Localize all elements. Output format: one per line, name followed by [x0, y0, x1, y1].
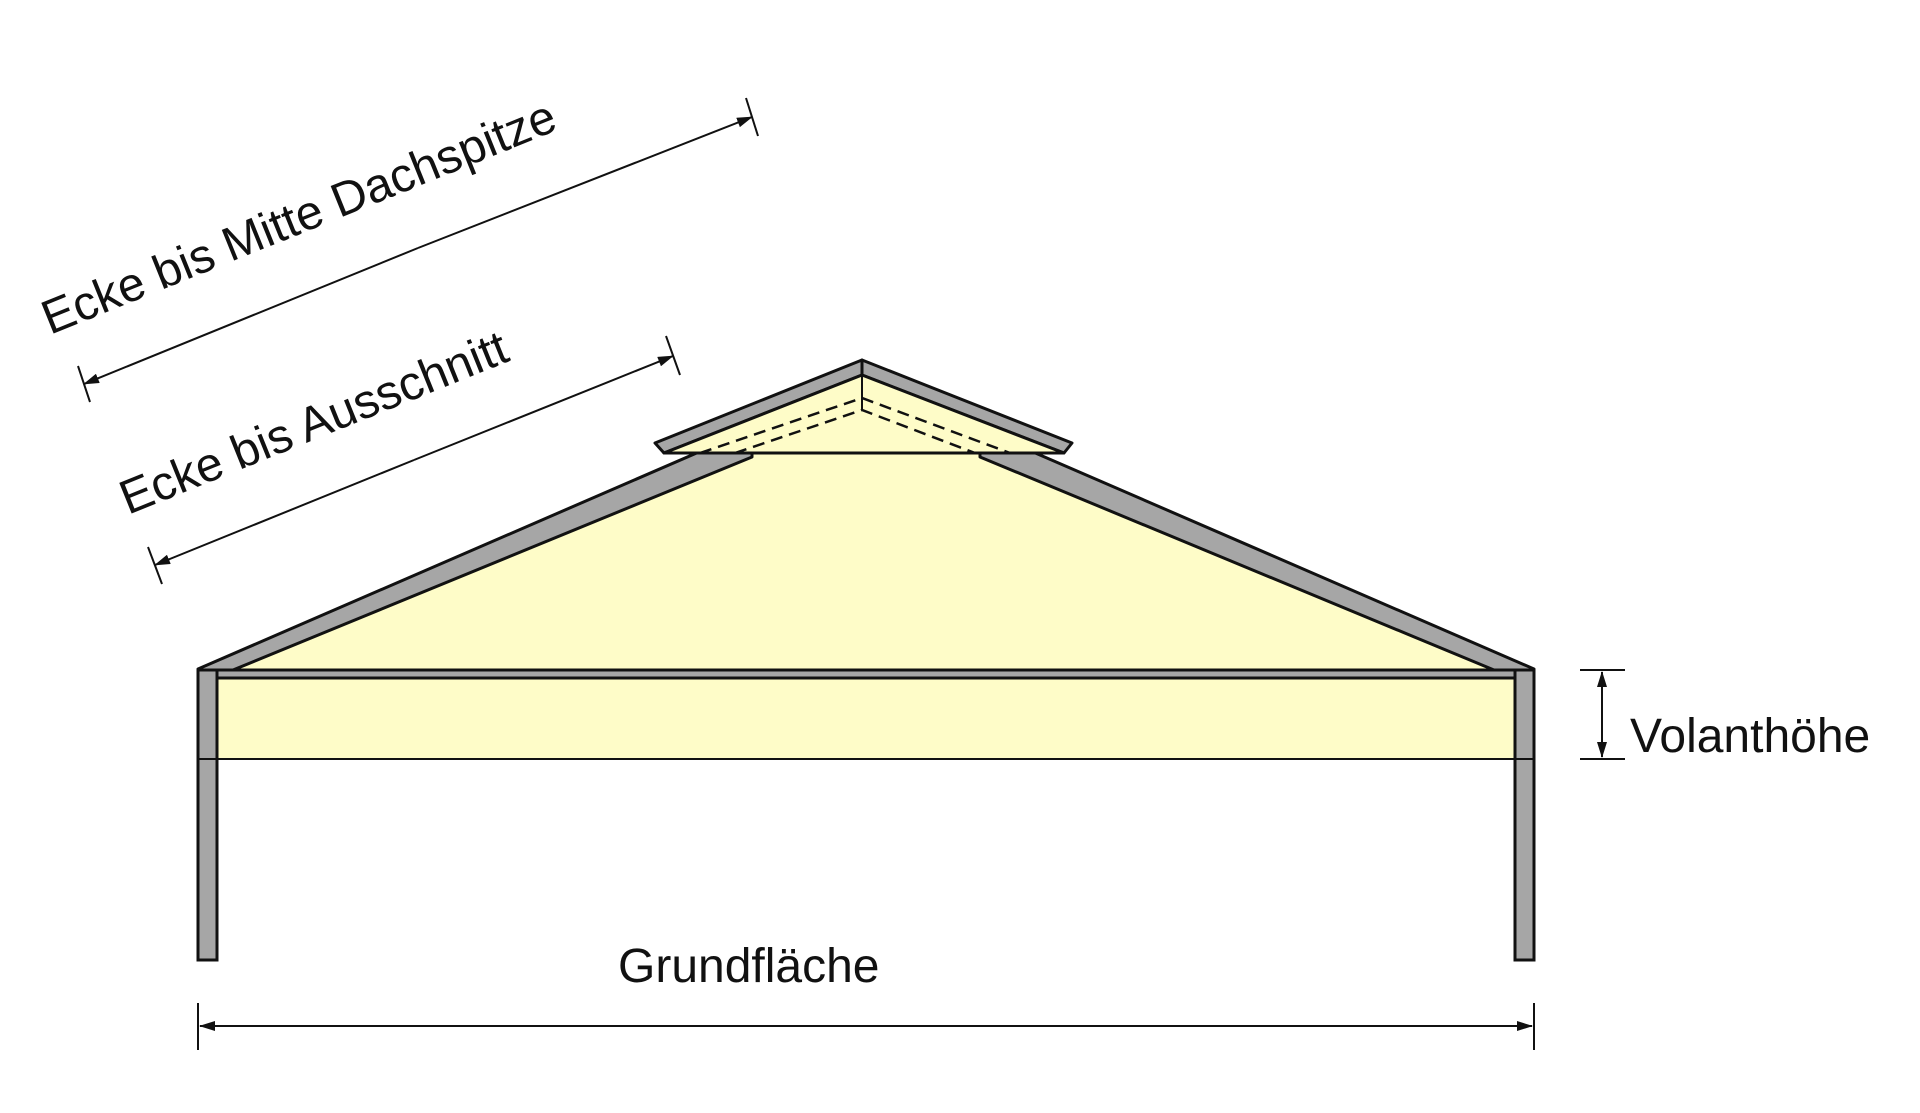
dim-cutout-tick-start [147, 546, 163, 585]
dimension-valance-height [1580, 669, 1625, 760]
left-post [196, 668, 219, 962]
dim-peak-line-a [417, 116, 753, 249]
top-cap-canvas [662, 373, 1066, 455]
main-roof-canvas [233, 383, 1494, 670]
label-corner-to-peak: Ecke bis Mitte Dachspitze [34, 90, 563, 345]
dimension-corner-to-peak [77, 97, 759, 403]
dim-peak-line-b [83, 247, 419, 385]
valance-strip [212, 674, 1517, 759]
dimension-corner-to-cutout [147, 335, 681, 585]
label-base-area: Grundfläche [618, 940, 880, 993]
dim-cutout-tick-end [665, 335, 681, 376]
label-corner-to-cutout: Ecke bis Ausschnitt [112, 321, 515, 525]
horizontal-frame-bar [196, 668, 1536, 680]
right-post [1513, 668, 1536, 962]
dim-cutout-line-b [154, 459, 415, 566]
dimension-base-area [197, 1003, 1535, 1050]
dim-cutout-line-a [413, 355, 674, 461]
label-valance-height: Volanthöhe [1630, 710, 1870, 763]
